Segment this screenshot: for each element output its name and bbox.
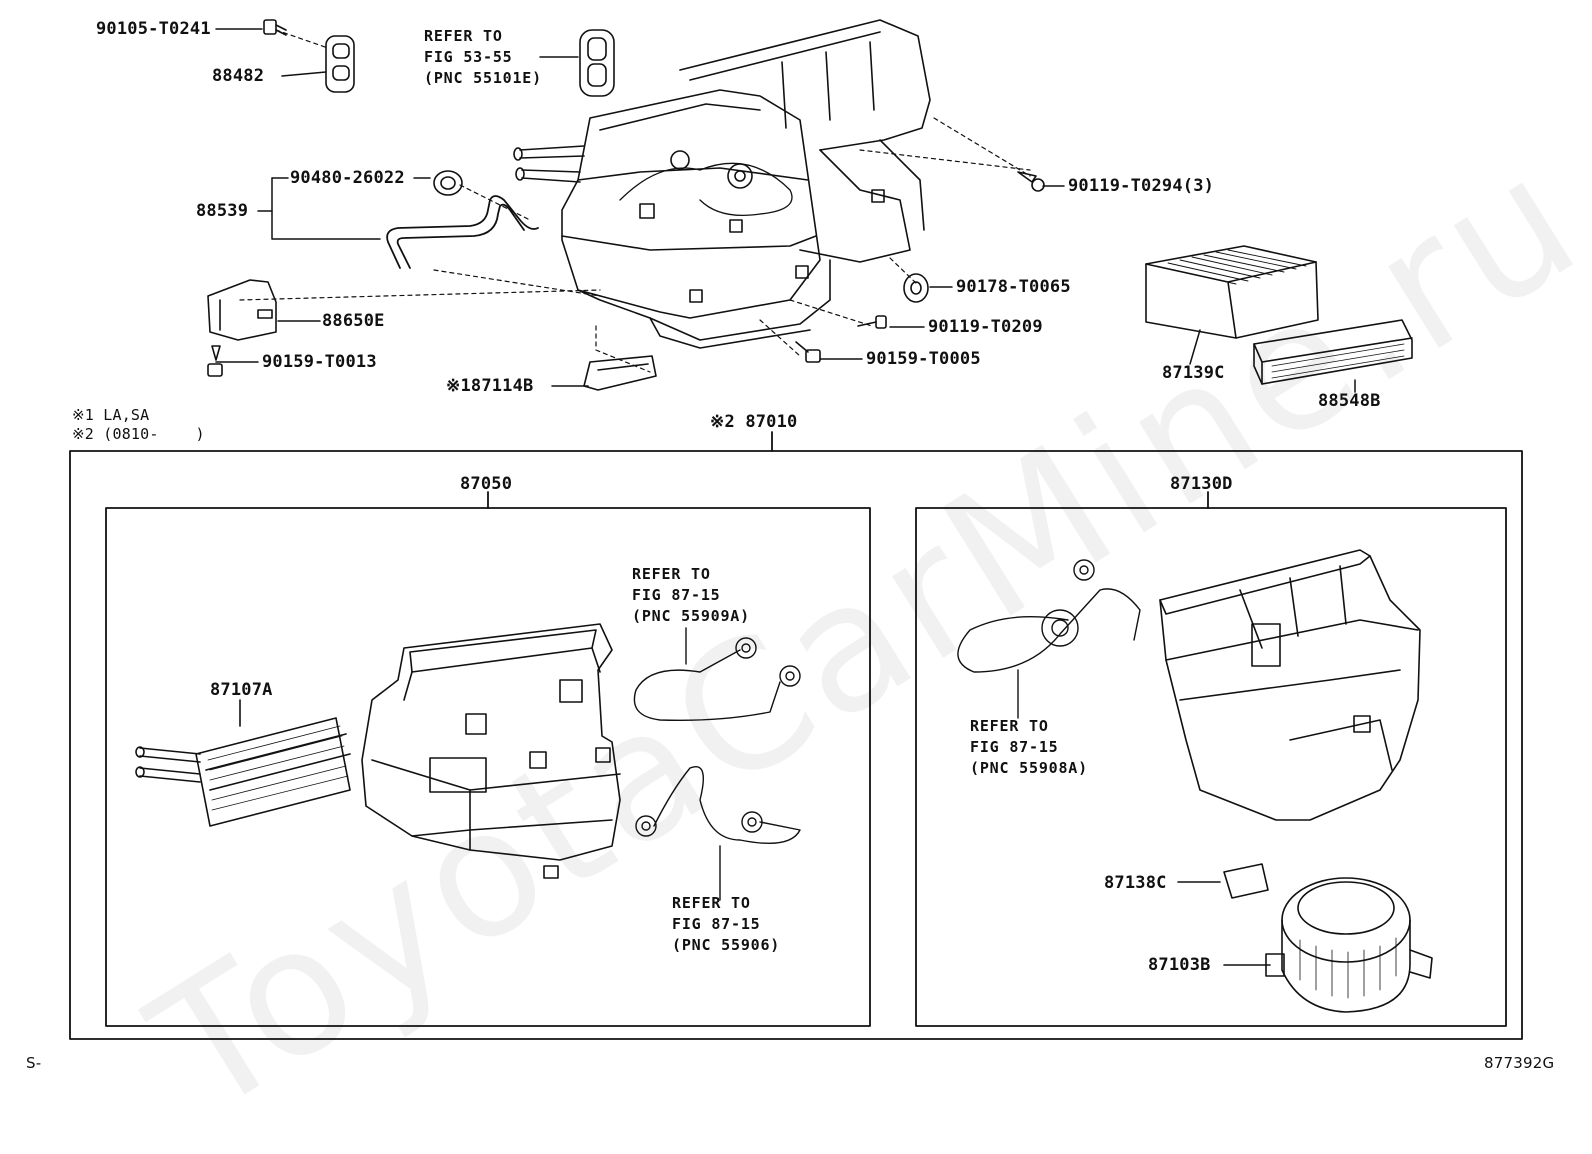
note-1: ※1 LA,SA	[72, 406, 150, 424]
part-label-87139c: 87139C	[1162, 363, 1225, 383]
footer-left: S-	[26, 1054, 42, 1072]
bracket-88650e	[207, 279, 277, 341]
resistor-87138c	[1177, 863, 1269, 899]
harness-55909a	[633, 627, 801, 722]
part-label-88548b: 88548B	[1318, 391, 1381, 411]
part-label-88482: 88482	[212, 66, 265, 86]
bracket-187114b	[583, 355, 657, 391]
bolt-90119-t0294	[1017, 171, 1045, 192]
part-label-90159-t0005: 90159-T0005	[866, 349, 981, 369]
blower-motor-87103b	[1223, 877, 1433, 1013]
assembly-frames	[69, 431, 1523, 1040]
part-label-90105: 90105-T0241	[96, 19, 211, 39]
part-label-87103b: 87103B	[1148, 955, 1211, 975]
part-label-90119-t0209: 90119-T0209	[928, 317, 1043, 337]
screw-90159-t0005	[795, 341, 821, 363]
box-title-87130d: 87130D	[1170, 474, 1233, 494]
harness-55906	[635, 766, 801, 901]
box-title-87050: 87050	[460, 474, 513, 494]
footer-figure-id: 877392G	[1484, 1054, 1555, 1072]
part-label-87107a: 87107A	[210, 680, 273, 700]
harness-55908a	[957, 559, 1141, 719]
refer-label-fig53: REFER TO FIG 53-55 (PNC 55101E)	[424, 27, 542, 87]
grommet-90480	[433, 170, 463, 196]
switch-88482	[325, 35, 355, 93]
refer-label-55906: REFER TO FIG 87-15 (PNC 55906)	[672, 894, 781, 954]
leader-lines	[215, 28, 1356, 393]
parts-diagram: ToyotaCarMine.ru	[26, 19, 1592, 1154]
bolt-90105	[263, 19, 287, 36]
filter-88548b	[1253, 319, 1413, 385]
part-label-90178: 90178-T0065	[956, 277, 1071, 297]
main-hvac-assembly	[513, 19, 931, 349]
heater-core-87107a	[135, 699, 351, 827]
part-label-187114b: ※187114B	[446, 376, 534, 396]
nut-90178	[903, 273, 929, 303]
part-label-87010: ※2 87010	[710, 412, 798, 432]
part-label-88539: 88539	[196, 201, 249, 221]
bolt-90119-t0209	[857, 315, 887, 329]
part-label-87138c: 87138C	[1104, 873, 1167, 893]
switch-55101e	[579, 29, 615, 97]
part-label-90480: 90480-26022	[290, 168, 405, 188]
part-label-90159-t0013: 90159-T0013	[262, 352, 377, 372]
note-2: ※2 (0810- )	[72, 425, 205, 443]
filter-87139c	[1145, 245, 1319, 339]
refer-label-55909a: REFER TO FIG 87-15 (PNC 55909A)	[632, 565, 750, 625]
diagram-artwork	[69, 19, 1523, 1040]
screw-90159-t0013	[207, 345, 223, 377]
blower-case-87130d	[1159, 549, 1421, 821]
part-label-88650e: 88650E	[322, 311, 385, 331]
hose-88539	[386, 195, 539, 269]
refer-label-55908a: REFER TO FIG 87-15 (PNC 55908A)	[970, 717, 1088, 777]
heater-case-87050	[361, 623, 621, 879]
part-label-90119-t0294: 90119-T0294(3)	[1068, 176, 1215, 196]
